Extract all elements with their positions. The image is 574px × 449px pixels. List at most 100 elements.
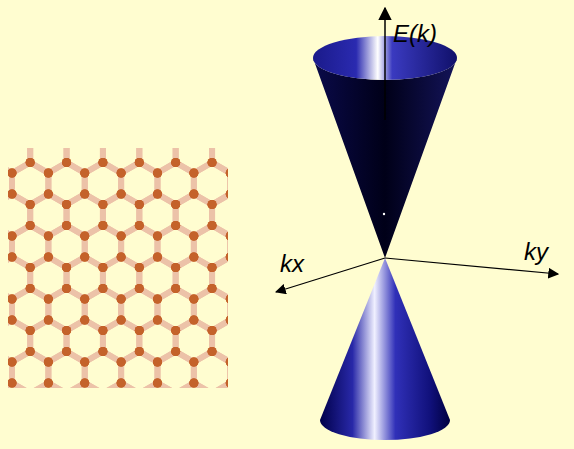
carbon-atom <box>8 358 17 367</box>
carbon-atom <box>117 295 126 304</box>
carbon-atom <box>62 263 71 272</box>
carbon-atom <box>135 284 144 293</box>
axis-label: E(k) <box>393 22 437 46</box>
carbon-atom <box>8 232 17 241</box>
carbon-atom <box>8 169 17 178</box>
carbon-atom <box>44 379 53 388</box>
carbon-atom <box>226 316 228 325</box>
carbon-atom <box>62 347 71 356</box>
carbon-atom <box>44 295 53 304</box>
carbon-atom <box>208 200 217 209</box>
carbon-atom <box>80 169 89 178</box>
carbon-atom <box>8 316 17 325</box>
carbon-atom <box>135 200 144 209</box>
carbon-atom <box>153 358 162 367</box>
carbon-atom <box>62 263 71 272</box>
carbon-atom <box>98 263 107 272</box>
carbon-atom <box>44 358 53 367</box>
carbon-atom <box>62 200 71 209</box>
carbon-atom <box>8 379 17 388</box>
carbon-atom <box>8 169 17 178</box>
carbon-atom <box>135 347 144 356</box>
carbon-atom <box>135 263 144 272</box>
carbon-atom <box>44 379 53 388</box>
carbon-atom <box>171 200 180 209</box>
carbon-atom <box>8 295 17 304</box>
carbon-atom <box>135 158 144 167</box>
carbon-atom <box>135 284 144 293</box>
carbon-atom <box>189 379 198 388</box>
carbon-atom <box>189 232 198 241</box>
carbon-atom <box>153 379 162 388</box>
carbon-atom <box>80 316 89 325</box>
carbon-atom <box>226 358 228 367</box>
carbon-atom <box>189 295 198 304</box>
carbon-atom <box>98 347 107 356</box>
carbon-atom <box>117 190 126 199</box>
carbon-atom <box>153 379 162 388</box>
carbon-atom <box>8 358 17 367</box>
carbon-atom <box>44 253 53 262</box>
carbon-atom <box>208 158 217 167</box>
carbon-atom <box>98 158 107 167</box>
carbon-atom <box>226 169 228 178</box>
carbon-atom <box>44 316 53 325</box>
carbon-atom <box>26 326 35 335</box>
carbon-atom <box>171 200 180 209</box>
carbon-atom <box>153 316 162 325</box>
carbon-atom <box>135 347 144 356</box>
carbon-atom <box>171 326 180 335</box>
carbon-atom <box>117 316 126 325</box>
carbon-atom <box>208 263 217 272</box>
carbon-atom <box>153 253 162 262</box>
carbon-atom <box>8 169 17 178</box>
carbon-atom <box>226 358 228 367</box>
carbon-atom <box>98 158 107 167</box>
carbon-atom <box>62 347 71 356</box>
carbon-atom <box>226 232 228 241</box>
carbon-atom <box>80 190 89 199</box>
carbon-atom <box>208 221 217 230</box>
carbon-atom <box>153 358 162 367</box>
carbon-atom <box>26 200 35 209</box>
carbon-atom <box>26 221 35 230</box>
carbon-atom <box>208 347 217 356</box>
carbon-atom <box>226 169 228 178</box>
carbon-atom <box>135 263 144 272</box>
carbon-atom <box>80 316 89 325</box>
carbon-atom <box>8 253 17 262</box>
carbon-atom <box>26 347 35 356</box>
carbon-atom <box>98 200 107 209</box>
carbon-atom <box>189 316 198 325</box>
carbon-atom <box>208 284 217 293</box>
carbon-atom <box>135 221 144 230</box>
carbon-atom <box>80 358 89 367</box>
carbon-atom <box>226 169 228 178</box>
carbon-atom <box>171 263 180 272</box>
carbon-atom <box>189 169 198 178</box>
carbon-atom <box>80 190 89 199</box>
carbon-atom <box>117 295 126 304</box>
carbon-atom <box>44 169 53 178</box>
carbon-atom <box>153 316 162 325</box>
carbon-atom <box>226 190 228 199</box>
carbon-atom <box>153 169 162 178</box>
carbon-atom <box>226 379 228 388</box>
carbon-atom <box>44 316 53 325</box>
carbon-atom <box>62 284 71 293</box>
carbon-atom <box>80 295 89 304</box>
carbon-atom <box>135 158 144 167</box>
carbon-atom <box>62 221 71 230</box>
carbon-atom <box>26 347 35 356</box>
carbon-atom <box>153 190 162 199</box>
carbon-atom <box>226 190 228 199</box>
carbon-atom <box>226 232 228 241</box>
carbon-atom <box>117 253 126 262</box>
axis-label: kx <box>280 252 304 276</box>
carbon-atom <box>208 326 217 335</box>
carbon-atom <box>8 253 17 262</box>
carbon-atom <box>171 284 180 293</box>
carbon-atom <box>226 316 228 325</box>
carbon-atom <box>117 253 126 262</box>
carbon-atom <box>26 284 35 293</box>
